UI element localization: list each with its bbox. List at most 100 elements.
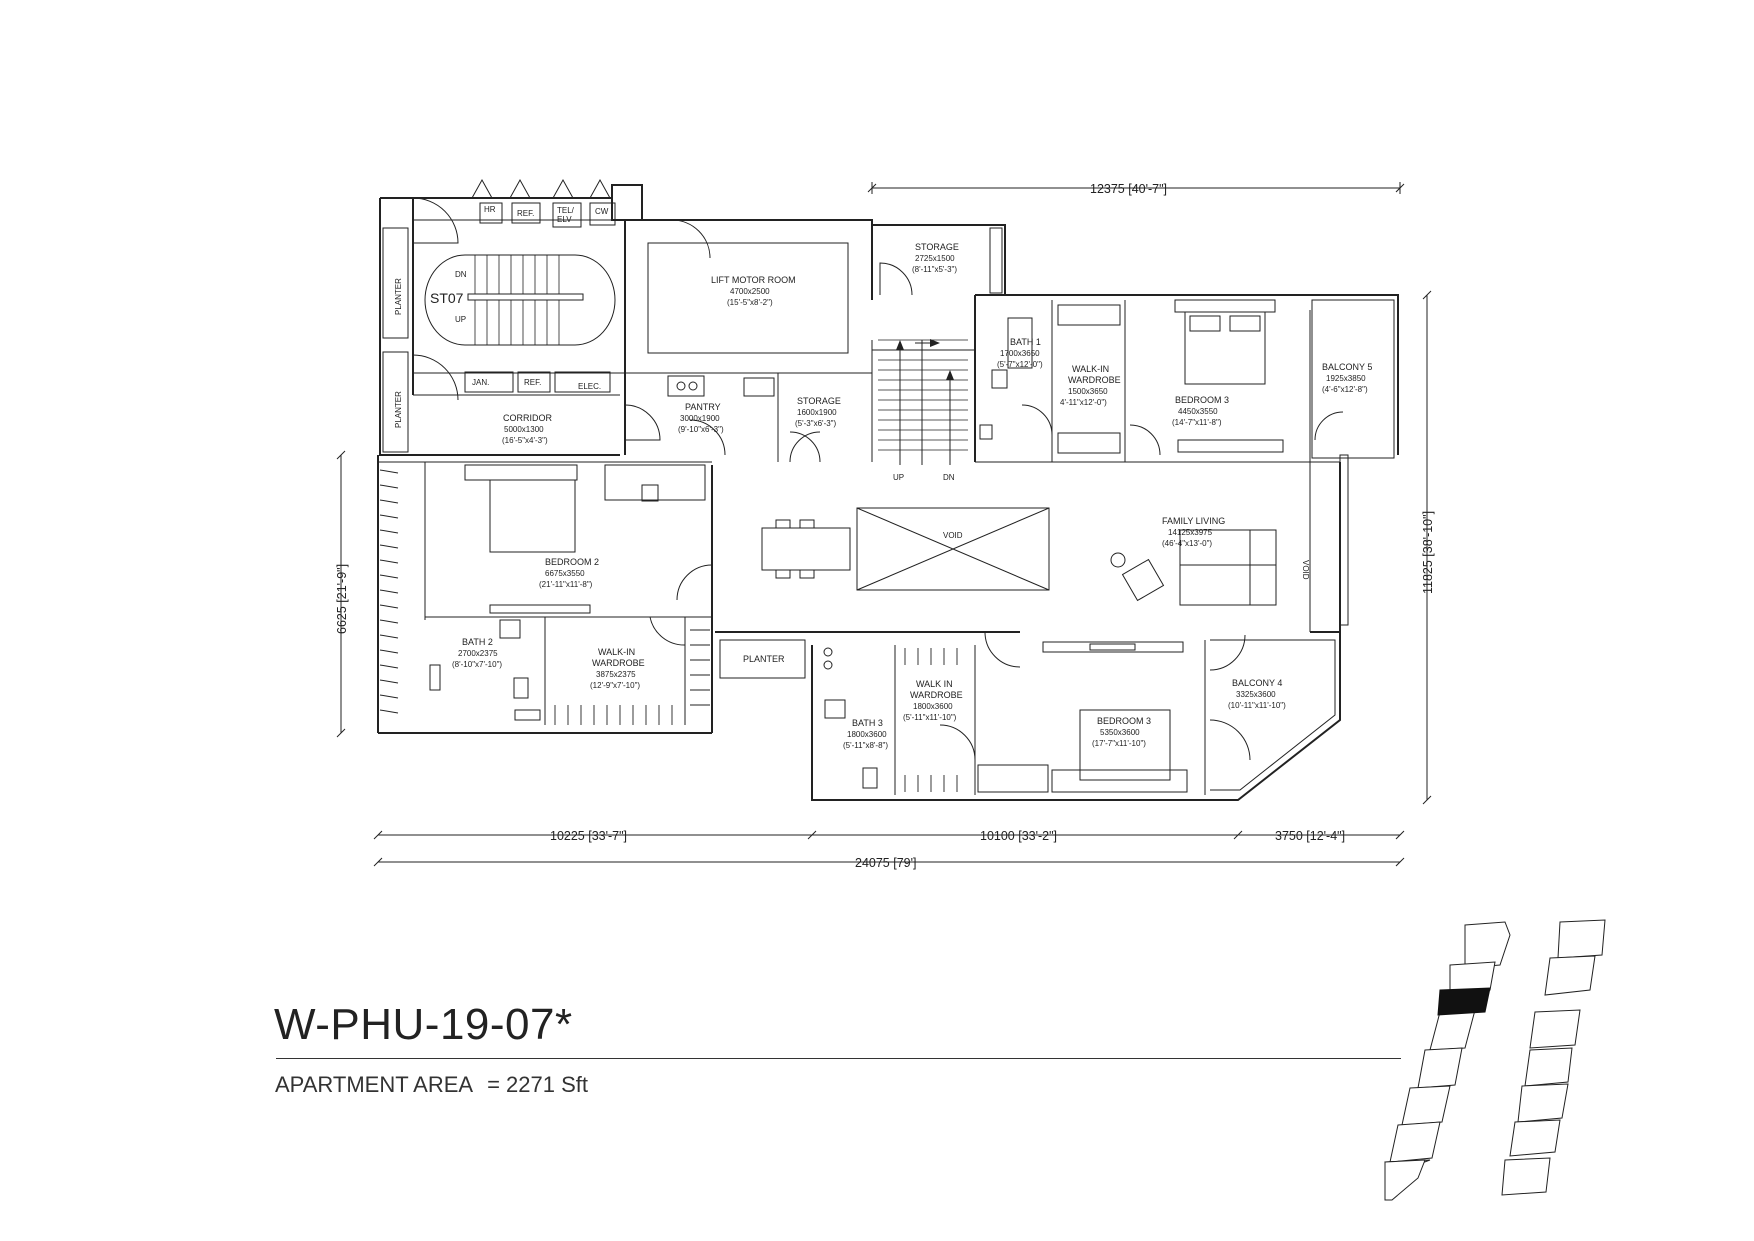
dim-seg2: 10100 [33'-2"] bbox=[980, 829, 1057, 843]
room-bedroom-top: BEDROOM 3 4450x3550 (14'-7"x11'-8") bbox=[1129, 299, 1284, 456]
storage-mid-name: STORAGE bbox=[797, 396, 841, 406]
storage-top-size: 2725x1500 bbox=[915, 254, 955, 263]
room-planter-mid: PLANTER bbox=[719, 639, 806, 679]
label-elec: ELEC. bbox=[578, 382, 601, 391]
room-balcony5: BALCONY 5 1925x3850 (4'-6"x12'-8") bbox=[1314, 362, 1372, 441]
storage-top-imperial: (8'-11"x5'-3") bbox=[912, 265, 957, 274]
stair-dn: DN bbox=[455, 270, 467, 279]
storage-mid-imperial: (5'-3"x6'-3") bbox=[795, 419, 837, 428]
unit-title: W-PHU-19-07* bbox=[274, 1000, 573, 1049]
balcony4-imperial: (10'-11"x11'-10") bbox=[1228, 701, 1286, 710]
balcony5-size: 1925x3850 bbox=[1326, 374, 1366, 383]
wir2-name: WALK-IN bbox=[598, 647, 635, 657]
dim-total: 24075 [79'] bbox=[855, 856, 916, 870]
service-cupboards-top: HR REF. TEL/ ELV CW bbox=[471, 178, 616, 228]
void-center: VOID bbox=[943, 531, 963, 540]
room-family-living: VOID FAMILY LIVING 14125x3975 (46'-4"x13… bbox=[676, 507, 1310, 606]
corridor-size: 5000x1300 bbox=[504, 425, 544, 434]
wir1-name: WALK-IN bbox=[1072, 364, 1109, 374]
staircase-st07: ST07 DN UP bbox=[424, 254, 616, 346]
bedroom-bot-name: BEDROOM 3 bbox=[1097, 716, 1151, 726]
wir3-name2: WARDROBE bbox=[910, 690, 963, 700]
area-value: = 2271 Sft bbox=[487, 1072, 588, 1097]
pantry-size: 3000x1900 bbox=[680, 414, 720, 423]
bath2-name: BATH 2 bbox=[462, 637, 493, 647]
corridor-name: CORRIDOR bbox=[503, 413, 552, 423]
bedroom2-name: BEDROOM 2 bbox=[545, 557, 599, 567]
wir2-size: 3875x2375 bbox=[596, 670, 636, 679]
label-elv: ELV bbox=[557, 215, 572, 224]
lift-motor-imperial: (15'-5"x8'-2") bbox=[727, 298, 773, 307]
dim-seg3: 3750 [12'-4"] bbox=[1275, 829, 1345, 843]
balcony5-name: BALCONY 5 bbox=[1322, 362, 1372, 372]
storage-mid-size: 1600x1900 bbox=[797, 408, 837, 417]
dim-top: 12375 [40'-7"] bbox=[1090, 182, 1167, 196]
room-pantry: PANTRY 3000x1900 (9'-10"x6'-3") bbox=[624, 375, 775, 456]
label-ref-top: REF. bbox=[517, 209, 534, 218]
lift-motor-size: 4700x2500 bbox=[730, 287, 770, 296]
dim-right: 11825 [38'-10"] bbox=[1421, 511, 1435, 594]
bath1-imperial: (5'-7"x12'-0") bbox=[997, 360, 1043, 369]
lift-motor-name: LIFT MOTOR ROOM bbox=[711, 275, 796, 285]
family-name: FAMILY LIVING bbox=[1162, 516, 1225, 526]
label-hr: HR bbox=[484, 205, 496, 214]
label-planter-1: PLANTER bbox=[394, 278, 403, 315]
wir1-imperial: 4'-11"x12'-0") bbox=[1060, 398, 1107, 407]
room-balcony4: BALCONY 4 3325x3600 (10'-11"x11'-10") bbox=[1209, 634, 1336, 791]
void-side: VOID bbox=[1301, 560, 1310, 580]
bath3-imperial: (5'-11"x8'-8") bbox=[843, 741, 888, 750]
key-plan bbox=[1384, 919, 1606, 1201]
label-tel: TEL/ bbox=[557, 206, 575, 215]
room-bedroom2: BEDROOM 2 6675x3550 (21'-11"x11'-8") bbox=[379, 464, 706, 714]
pantry-imperial: (9'-10"x6'-3") bbox=[678, 425, 724, 434]
key-plan-highlight bbox=[1437, 987, 1491, 1016]
staircase-right: UP DN bbox=[878, 339, 968, 482]
label-ref-bottom: REF. bbox=[524, 378, 541, 387]
family-size: 14125x3975 bbox=[1168, 528, 1213, 537]
area-label: APARTMENT AREA bbox=[275, 1072, 474, 1097]
stair-right-dn: DN bbox=[943, 473, 955, 482]
service-cupboards-bottom: JAN. REF. ELEC. bbox=[464, 371, 611, 393]
room-wir1: WALK-IN WARDROBE 1500x3650 4'-11"x12'-0"… bbox=[1057, 304, 1121, 454]
label-cw: CW bbox=[595, 207, 609, 216]
wir1-size: 1500x3650 bbox=[1068, 387, 1108, 396]
room-wir2: WALK-IN WARDROBE 3875x2375 (12'-9"x7'-10… bbox=[554, 616, 710, 725]
title-divider bbox=[276, 1058, 1401, 1059]
wir3-imperial: (5'-11"x11'-10") bbox=[903, 713, 957, 722]
dim-left: 6625 [21'-9"] bbox=[335, 564, 349, 634]
balcony5-imperial: (4'-6"x12'-8") bbox=[1322, 385, 1368, 394]
bedroom-top-imperial: (14'-7"x11'-8") bbox=[1172, 418, 1222, 427]
bedroom2-imperial: (21'-11"x11'-8") bbox=[539, 580, 593, 589]
wir3-name: WALK IN bbox=[916, 679, 953, 689]
balcony4-size: 3325x3600 bbox=[1236, 690, 1276, 699]
corridor-imperial: (16'-5"x4'-3") bbox=[502, 436, 548, 445]
bedroom2-size: 6675x3550 bbox=[545, 569, 585, 578]
dimension-lines bbox=[336, 182, 1432, 867]
stair-id: ST07 bbox=[430, 290, 464, 306]
room-bath1: BATH 1 1700x3650 (5'-7"x12'-0") bbox=[979, 317, 1053, 440]
pantry-name: PANTRY bbox=[685, 402, 721, 412]
bedroom-top-name: BEDROOM 3 bbox=[1175, 395, 1229, 405]
bath1-size: 1700x3650 bbox=[1000, 349, 1040, 358]
room-wir3: WALK IN WARDROBE 1800x3600 (5'-11"x11'-1… bbox=[903, 648, 976, 792]
room-lift-motor: LIFT MOTOR ROOM 4700x2500 (15'-5"x8'-2") bbox=[671, 219, 796, 307]
family-imperial: (46'-4"x13'-0") bbox=[1162, 539, 1212, 548]
bath2-size: 2700x2375 bbox=[458, 649, 498, 658]
room-storage-mid: STORAGE 1600x1900 (5'-3"x6'-3") bbox=[789, 396, 841, 463]
apartment-area: APARTMENT AREA = 2271 Sft bbox=[275, 1072, 602, 1098]
wir3-size: 1800x3600 bbox=[913, 702, 953, 711]
room-bath2: BATH 2 2700x2375 (8'-10"x7'-10") bbox=[429, 619, 541, 721]
planters-left: PLANTER PLANTER bbox=[382, 197, 459, 453]
storage-top-name: STORAGE bbox=[915, 242, 959, 252]
room-bedroom-bottom: BEDROOM 3 5350x3600 (17'-7"x11'-10") bbox=[977, 631, 1188, 793]
dim-seg1: 10225 [33'-7"] bbox=[550, 829, 627, 843]
planter-mid-name: PLANTER bbox=[743, 654, 785, 664]
bedroom-top-size: 4450x3550 bbox=[1178, 407, 1218, 416]
bedroom-bot-size: 5350x3600 bbox=[1100, 728, 1140, 737]
room-corridor: CORRIDOR 5000x1300 (16'-5"x4'-3") bbox=[502, 413, 552, 445]
label-jan: JAN. bbox=[472, 378, 489, 387]
bath2-imperial: (8'-10"x7'-10") bbox=[452, 660, 502, 669]
wir1-name2: WARDROBE bbox=[1068, 375, 1121, 385]
bath3-name: BATH 3 bbox=[852, 718, 883, 728]
